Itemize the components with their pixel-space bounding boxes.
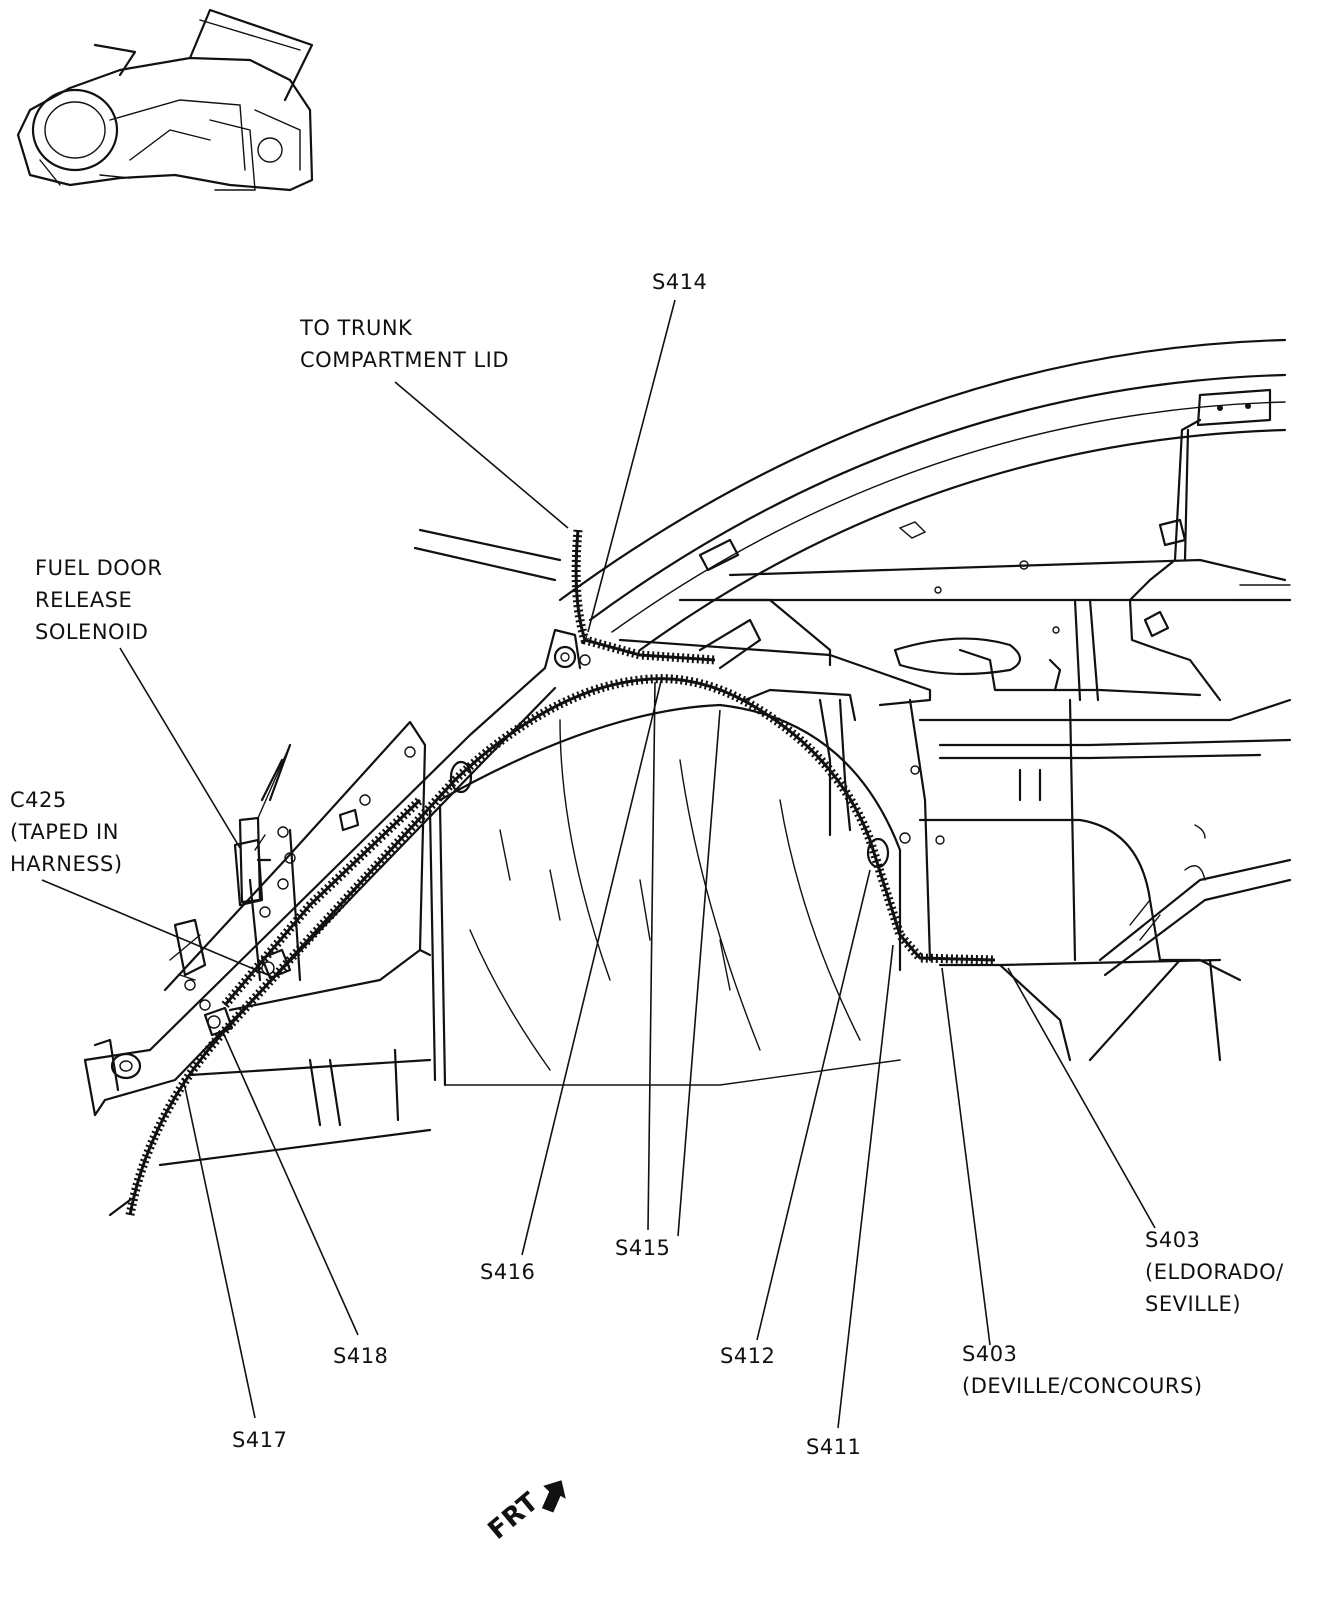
label-to-trunk-lid: TO TRUNK COMPARTMENT LID (300, 316, 510, 372)
label-s415: S415 (615, 1236, 671, 1260)
fuel-door-solenoid (233, 743, 292, 907)
rear-window-frame (558, 338, 1287, 652)
label-s412: S412 (720, 1344, 776, 1368)
label-s417: S417 (232, 1428, 288, 1452)
upper-harness-branch (958, 388, 1272, 702)
label-s414: S414 (652, 270, 708, 294)
label-s418: S418 (333, 1344, 389, 1368)
label-s403-eldorado: S403 (ELDORADO/ SEVILLE) (1145, 1228, 1284, 1316)
label-s416: S416 (480, 1260, 536, 1284)
trunk-well (108, 703, 902, 1217)
vehicle-locator-icon (16, 8, 314, 192)
label-s411: S411 (806, 1435, 862, 1459)
label-c425: C425 (TAPED IN HARNESS) (10, 788, 123, 876)
label-fuel-door-solenoid: FUEL DOOR RELEASE SOLENOID (35, 556, 163, 644)
label-s403-deville: S403 (DEVILLE/CONCOURS) (962, 1342, 1203, 1398)
body-panel (413, 521, 1292, 1062)
main-harness (125, 529, 996, 1216)
leader-lines (41, 299, 1156, 1429)
front-arrow-icon (541, 1480, 566, 1513)
rear-rail (83, 628, 591, 1117)
